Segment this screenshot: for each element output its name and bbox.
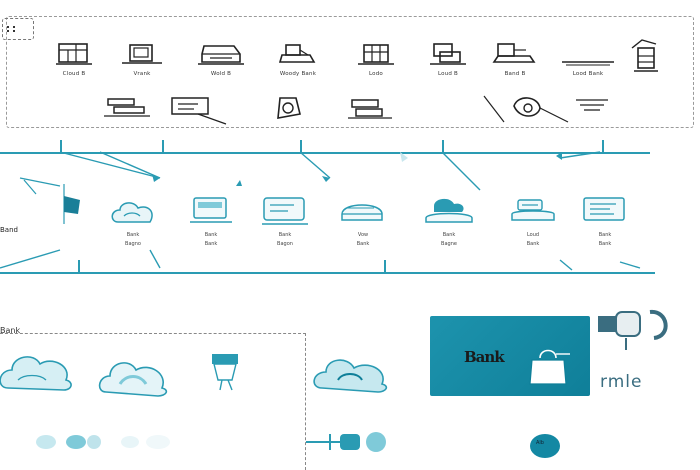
lane-tick	[602, 140, 604, 152]
connector-plug-icon	[598, 310, 668, 350]
device-loud-b[interactable]: Loud B	[428, 42, 468, 77]
device-band-b[interactable]: Band B	[490, 42, 540, 77]
plug-icon	[212, 354, 238, 391]
device-label: Lood Bank	[572, 71, 604, 77]
bottom-panel-tag: Bank	[0, 326, 21, 335]
large-cloud-icon	[0, 356, 72, 391]
device-top-label: Bank	[442, 232, 456, 238]
teal-device-monitor[interactable]: Bank Bagon	[258, 194, 312, 247]
lane-tick	[300, 140, 302, 152]
device-cloud-b[interactable]: Cloud B	[56, 42, 92, 77]
cloud-exchange-icon	[98, 362, 168, 397]
faded-dots-icon	[121, 435, 170, 449]
cloud-server-icon	[425, 198, 473, 223]
device-label: Vrank	[133, 71, 151, 77]
network-switch-icon	[562, 61, 614, 66]
highlight-banner[interactable]: Bank	[430, 316, 590, 396]
cloud-icon	[111, 202, 153, 223]
teal-device-terminal[interactable]: Bank Bank	[580, 194, 630, 247]
device-bottom-label: Bank	[356, 241, 370, 247]
upper-lane-line	[0, 152, 650, 154]
signal-lines-icon	[576, 99, 608, 111]
pill-label: Alb	[536, 440, 544, 446]
cable-modem-icon	[277, 97, 301, 119]
device-top-label: Bank	[278, 232, 292, 238]
device-wold-b[interactable]: Wold B	[196, 42, 246, 77]
router-stack-icon	[104, 98, 150, 117]
flag-device-icon	[23, 179, 80, 224]
device-lood-bank[interactable]: Lood Bank	[560, 42, 616, 77]
device-woody-bank[interactable]: Woody Bank	[276, 42, 320, 77]
router-device-icon	[529, 349, 570, 385]
left-device-label: Band	[0, 226, 18, 234]
laptop-icon	[190, 197, 232, 223]
rack-unit-icon	[348, 99, 392, 119]
device-label: Woody Bank	[279, 71, 317, 77]
teal-device-laptop[interactable]: Bank Bank	[188, 194, 234, 247]
storage-icon	[358, 44, 394, 65]
workstation-icon	[430, 43, 466, 65]
device-bottom-label: Bagno	[125, 241, 141, 247]
router-icon	[511, 199, 555, 221]
teal-device-cloud[interactable]: Bank Bagno	[108, 198, 158, 247]
panel-handle[interactable]	[2, 18, 34, 40]
device-bottom-label: Bank	[204, 241, 218, 247]
device-corner-server[interactable]	[628, 36, 662, 76]
device-label: Lodo	[369, 71, 383, 77]
brand-mark: rmle	[600, 372, 643, 392]
teal-device-router[interactable]: Loud Bank	[508, 194, 558, 247]
device-bottom-label: Bank	[526, 241, 540, 247]
lane-tick	[78, 260, 80, 272]
monitor-icon	[492, 43, 536, 63]
device-bottom-label: Bagon	[277, 241, 293, 247]
device-bottom-label: Bagne	[441, 241, 457, 247]
cable-connector-icon	[306, 432, 386, 452]
console-icon	[171, 97, 227, 125]
server-box-icon	[631, 39, 658, 72]
device-bottom-label: Bank	[598, 241, 612, 247]
device-top-label: Loud	[526, 232, 540, 238]
terminal-icon	[583, 197, 625, 221]
lane-tick	[384, 260, 386, 272]
device-label: Wold B	[210, 71, 232, 77]
device-top-label: Bank	[204, 232, 218, 238]
satellite-dish-icon	[483, 95, 569, 123]
cloud-link-icon	[313, 359, 388, 393]
pill-badge-icon[interactable]	[528, 432, 562, 460]
bottom-panel	[0, 333, 306, 470]
scanner-icon	[278, 44, 316, 63]
teal-device-drive[interactable]: Vow Bank	[336, 194, 390, 247]
device-label: Loud B	[437, 71, 459, 77]
top-device-panel	[6, 16, 694, 128]
device-top-label: Bank	[598, 232, 612, 238]
monitor-icon	[262, 197, 308, 225]
lower-lane-line	[0, 272, 655, 274]
device-vrank[interactable]: Vrank	[120, 42, 164, 77]
blurred-dots-icon	[36, 435, 101, 449]
laptop-icon	[122, 44, 162, 64]
banner-title: Bank	[464, 348, 505, 366]
connector-lines	[0, 151, 641, 271]
drag-dots-icon	[7, 26, 15, 32]
server-rack-icon	[56, 43, 92, 65]
device-label: Band B	[504, 71, 526, 77]
teal-device-cloud-server[interactable]: Bank Bagne	[422, 194, 476, 247]
lane-tick	[442, 140, 444, 152]
device-top-label: Vow	[357, 232, 369, 238]
device-label: Cloud B	[62, 71, 86, 77]
printer-icon	[198, 45, 244, 65]
hard-drive-icon	[341, 204, 383, 221]
lane-tick	[60, 140, 62, 152]
device-lodo[interactable]: Lodo	[356, 42, 396, 77]
lane-tick	[162, 140, 164, 152]
device-top-label: Bank	[126, 232, 140, 238]
